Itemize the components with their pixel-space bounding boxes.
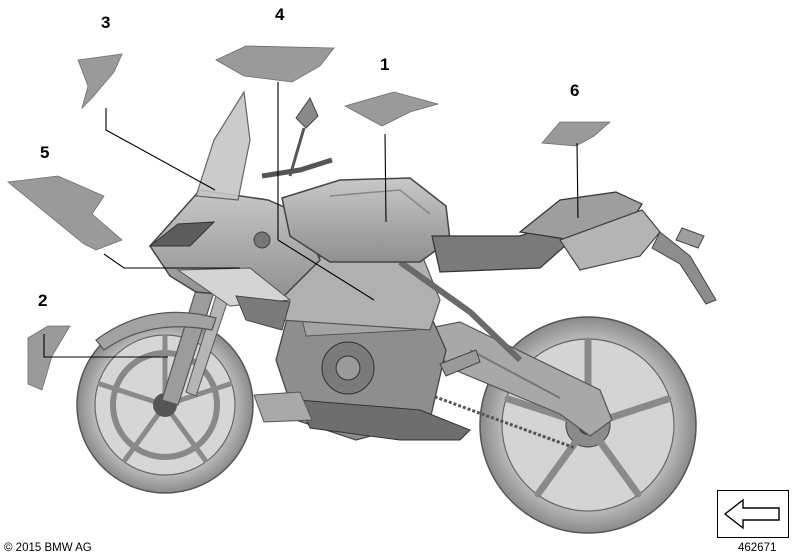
- sticker-2: [27, 325, 71, 391]
- sticker-1: [343, 91, 440, 127]
- diagram-number: 462671: [738, 542, 777, 554]
- callout-5: 5: [40, 143, 50, 162]
- previous-page-button[interactable]: [717, 490, 789, 538]
- leader-lines: [43, 82, 579, 358]
- leader-4b: [277, 239, 375, 301]
- callout-4: 4: [275, 5, 285, 24]
- callout-1: 1: [380, 55, 390, 74]
- stickers: [7, 45, 612, 391]
- leader-3: [105, 108, 216, 191]
- motorcycle: [76, 90, 717, 534]
- front-wheel: [76, 316, 254, 494]
- sticker-6: [541, 121, 612, 147]
- callout-2: 2: [38, 291, 48, 310]
- leader-2: [43, 334, 168, 358]
- leader-5: [103, 253, 240, 269]
- copyright-text: © 2015 BMW AG: [4, 542, 92, 554]
- left-arrow-icon: [717, 490, 789, 538]
- sticker-3: [77, 53, 123, 110]
- sticker-4: [215, 45, 335, 83]
- callout-3: 3: [101, 13, 111, 32]
- sticker-5: [7, 175, 123, 251]
- leader-1: [384, 133, 387, 223]
- leader-6: [576, 142, 579, 219]
- callout-6: 6: [570, 81, 580, 100]
